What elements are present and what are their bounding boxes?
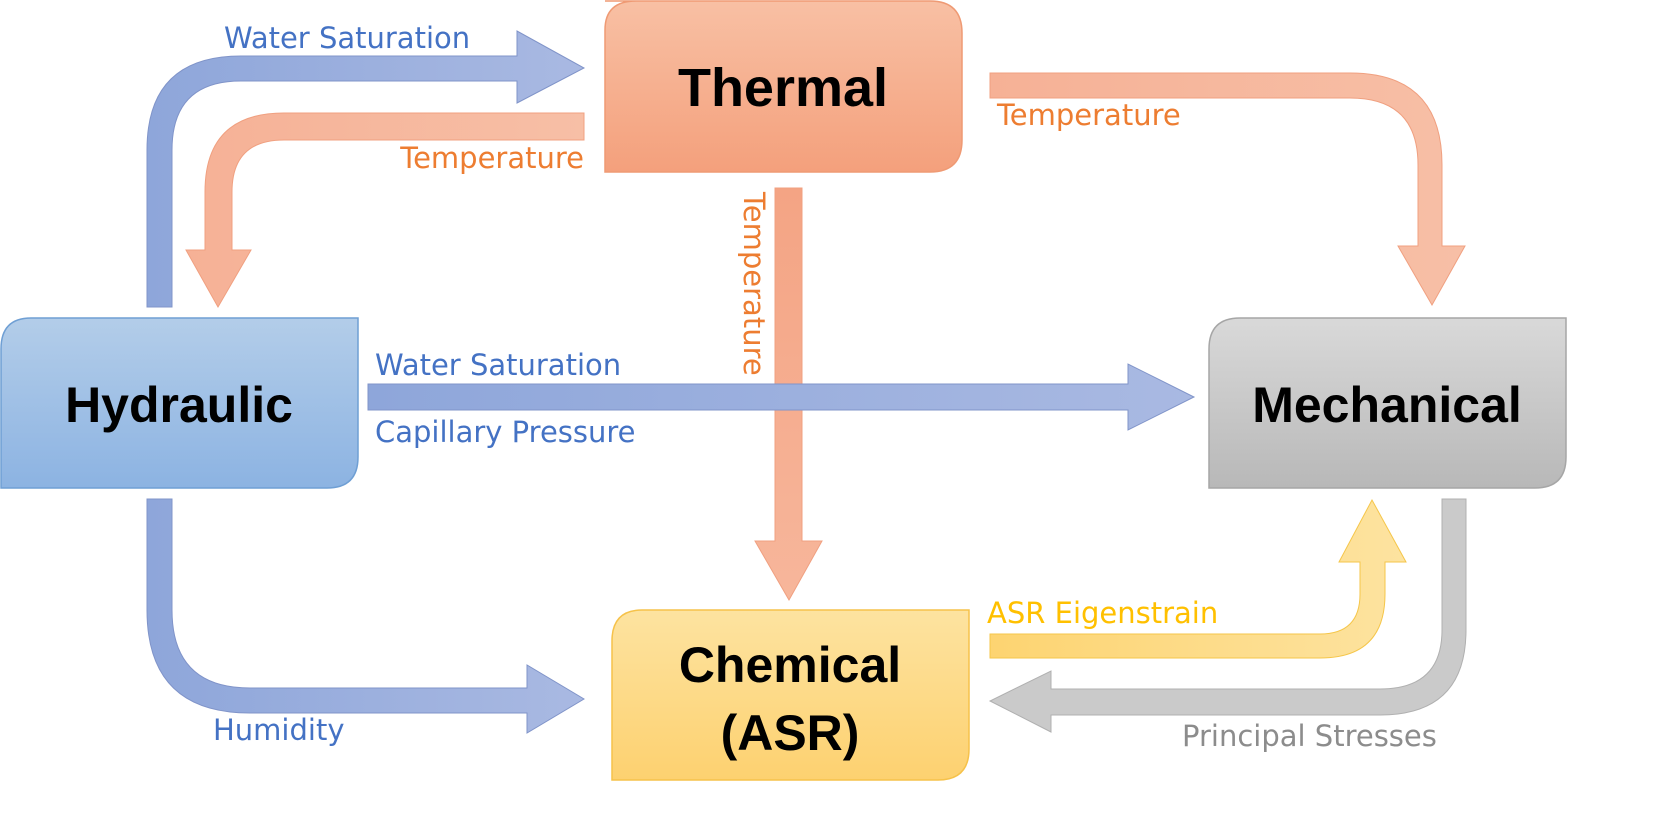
flow-label-temperature-vertical: Temperature [737,191,771,376]
hydraulic-node: Hydraulic [0,317,359,489]
arrow-hydraulic-to-thermal [146,30,586,308]
mechanical-label: Mechanical [1252,377,1522,433]
arrow-thermal-to-hydraulic [185,112,585,309]
flow-label-water-saturation-middle: Water Saturation [375,348,621,382]
arrow-chemical-to-mechanical [989,498,1407,659]
chemical-label: Chemical [679,637,901,693]
arrow-mechanical-to-chemical [988,498,1467,733]
chemical-asr-node: Chemical (ASR) [611,609,970,781]
hydraulic-label: Hydraulic [65,377,293,433]
mechanical-node: Mechanical [1208,317,1567,489]
flow-label-asr-eigenstrain: ASR Eigenstrain [987,596,1218,630]
thermal-node: Thermal [604,0,963,173]
arrow-hydraulic-to-mechanical [367,363,1196,431]
flow-label-humidity: Humidity [213,713,345,747]
chemical-asr-label: (ASR) [721,705,860,761]
thermal-label: Thermal [678,58,888,118]
flow-label-principal-stresses: Principal Stresses [1182,719,1437,753]
flow-label-temperature-left: Temperature [399,141,584,175]
flow-label-capillary-pressure: Capillary Pressure [375,415,636,449]
flow-label-water-saturation-top: Water Saturation [224,21,470,55]
flow-label-temperature-right: Temperature [996,98,1181,132]
arrow-hydraulic-to-chemical [146,498,585,734]
arrow-thermal-to-mechanical [989,72,1466,307]
